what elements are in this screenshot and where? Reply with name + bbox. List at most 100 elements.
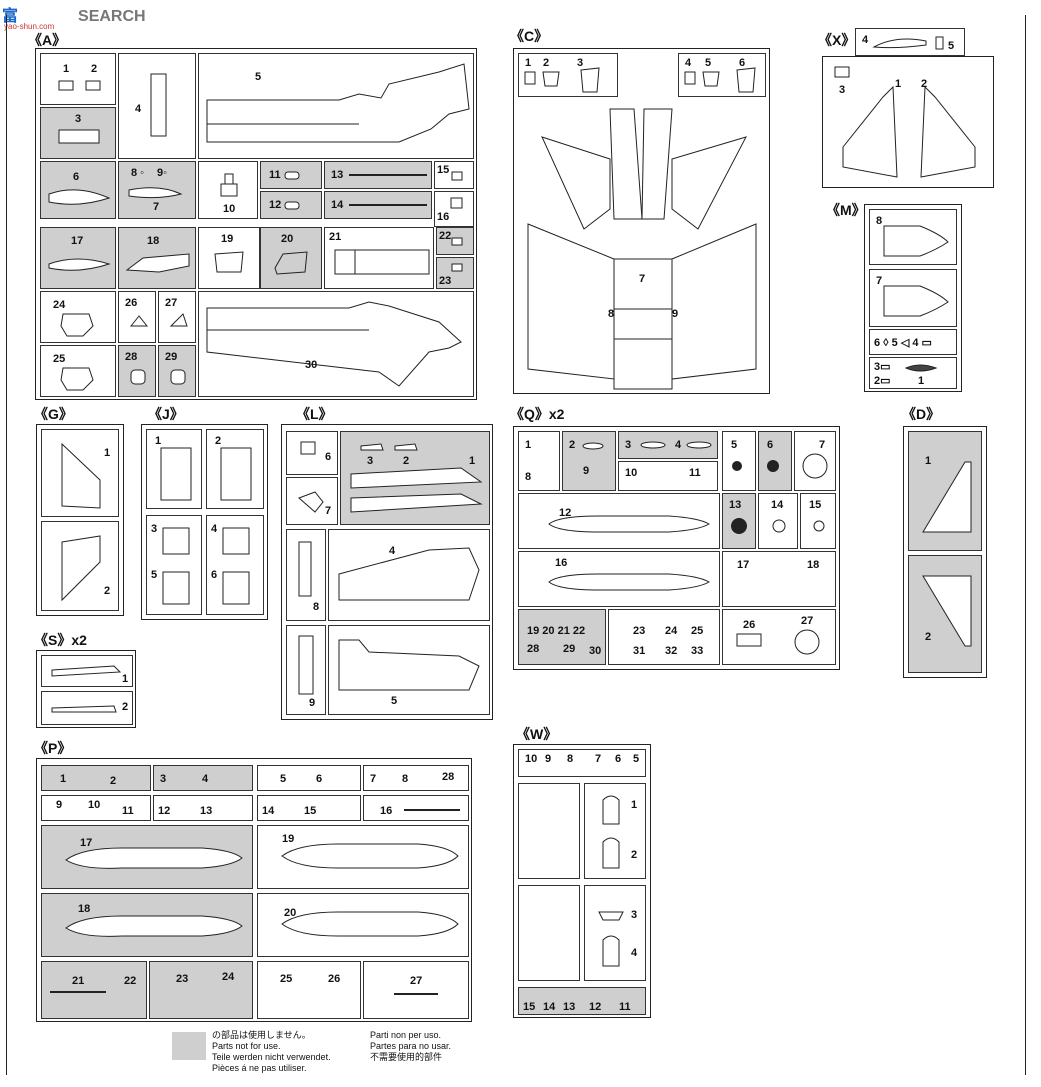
part-cell-a30: 30	[198, 291, 474, 397]
part-cell-m7: 7	[869, 269, 957, 327]
part-cell-a6: 6	[40, 161, 116, 219]
frame-title-l: 《L》	[296, 406, 333, 422]
part-cell-m4-6: 6 ◊ 5 ◁ 4 ▭	[869, 329, 957, 355]
part-cell-q16: 16	[518, 551, 720, 607]
part-cell-d2: 2	[908, 555, 982, 673]
frame-title-s: 《S》x2	[34, 632, 87, 648]
legend-col1: の部品は使用しません。 Parts not for use. Teile wer…	[212, 1030, 331, 1074]
part-cell-l9: 9	[286, 625, 326, 715]
part-cell-l6: 6	[286, 431, 338, 475]
part-cell-q13: 13	[722, 493, 756, 549]
part-cell-a7-9: 8 ◦9◦7	[118, 161, 196, 219]
part-cell-a5: 5	[198, 53, 474, 159]
legend-text-fr: Pièces á ne pas utiliser.	[212, 1063, 307, 1073]
part-cell-p16: 16	[363, 795, 469, 821]
part-cell-a14: 14	[324, 191, 432, 219]
part-cell-a12: 12	[260, 191, 322, 219]
part-cell-p20: 20	[257, 893, 469, 957]
part-cell-a23: 23	[436, 257, 474, 289]
frame-s: 1 2	[36, 650, 136, 728]
part-cell-m8: 8	[869, 209, 957, 265]
part-cell-a28: 28	[118, 345, 156, 397]
part-cell-a13: 13	[324, 161, 432, 189]
part-cell-l7: 7	[286, 477, 338, 525]
frame-x: 3 1 2	[822, 56, 994, 188]
part-cell-a21: 21	[324, 227, 434, 289]
part-cell-a22: 22	[436, 227, 474, 255]
part-cell-s1: 1	[41, 655, 133, 687]
part-cell-a11: 11	[260, 161, 322, 189]
part-cell-a25: 25	[40, 345, 116, 397]
part-cell-p18: 18	[41, 893, 253, 957]
frame-title-w: 《W》	[516, 726, 558, 742]
frame-d: 1 2	[903, 426, 987, 678]
frame-title-j: 《J》	[148, 406, 184, 422]
frame-title-c: 《C》	[510, 28, 549, 44]
part-cell-p27: 27	[363, 961, 469, 1019]
part-cell-a24: 24	[40, 291, 116, 343]
part-cell-m1-3: 3▭2▭1	[869, 357, 957, 389]
frame-title-d: 《D》	[902, 406, 941, 422]
part-cell-a18: 18	[118, 227, 196, 289]
frame-title-p: 《P》	[34, 740, 72, 756]
part-cell-a19: 19	[198, 227, 260, 289]
part-cell-a26: 26	[118, 291, 156, 343]
part-cell-l5: 5	[328, 625, 490, 715]
part-cell-w-blank-1	[518, 783, 580, 879]
part-cell-a17: 17	[40, 227, 116, 289]
legend-text-it: Parti non per uso.	[370, 1030, 442, 1040]
legend-text-jp: の部品は使用しません。	[212, 1030, 311, 1040]
frame-title-m: 《M》	[826, 202, 866, 218]
frame-title-a: 《A》	[28, 32, 67, 48]
legend-text-en: Parts not for use.	[212, 1041, 281, 1051]
part-cell-j2: 2	[206, 429, 264, 509]
part-cell-a15: 15	[434, 161, 474, 189]
legend-text-de: Teile werden nicht verwendet.	[212, 1052, 331, 1062]
frame-g: 1 2	[36, 424, 124, 616]
frame-title-x: 《X》	[818, 32, 856, 48]
part-label-c7: 7	[639, 273, 646, 285]
part-cell-a27: 27	[158, 291, 196, 343]
part-cell-p17: 17	[41, 825, 253, 889]
legend-text-es: Partes para no usar.	[370, 1041, 452, 1051]
legend-text-zh: 不需要使用的部件	[370, 1052, 443, 1062]
part-label-c9: 9	[672, 308, 679, 320]
part-cell-a3: 3	[40, 107, 116, 159]
part-cell-q7: 7	[794, 431, 836, 491]
part-cell-s2: 2	[41, 691, 133, 725]
watermark-url: yao-shun.com	[4, 22, 55, 31]
part-cell-q6: 6	[758, 431, 792, 491]
part-cell-l4: 4	[328, 529, 490, 621]
frame-title-q: 《Q》x2	[510, 406, 565, 422]
